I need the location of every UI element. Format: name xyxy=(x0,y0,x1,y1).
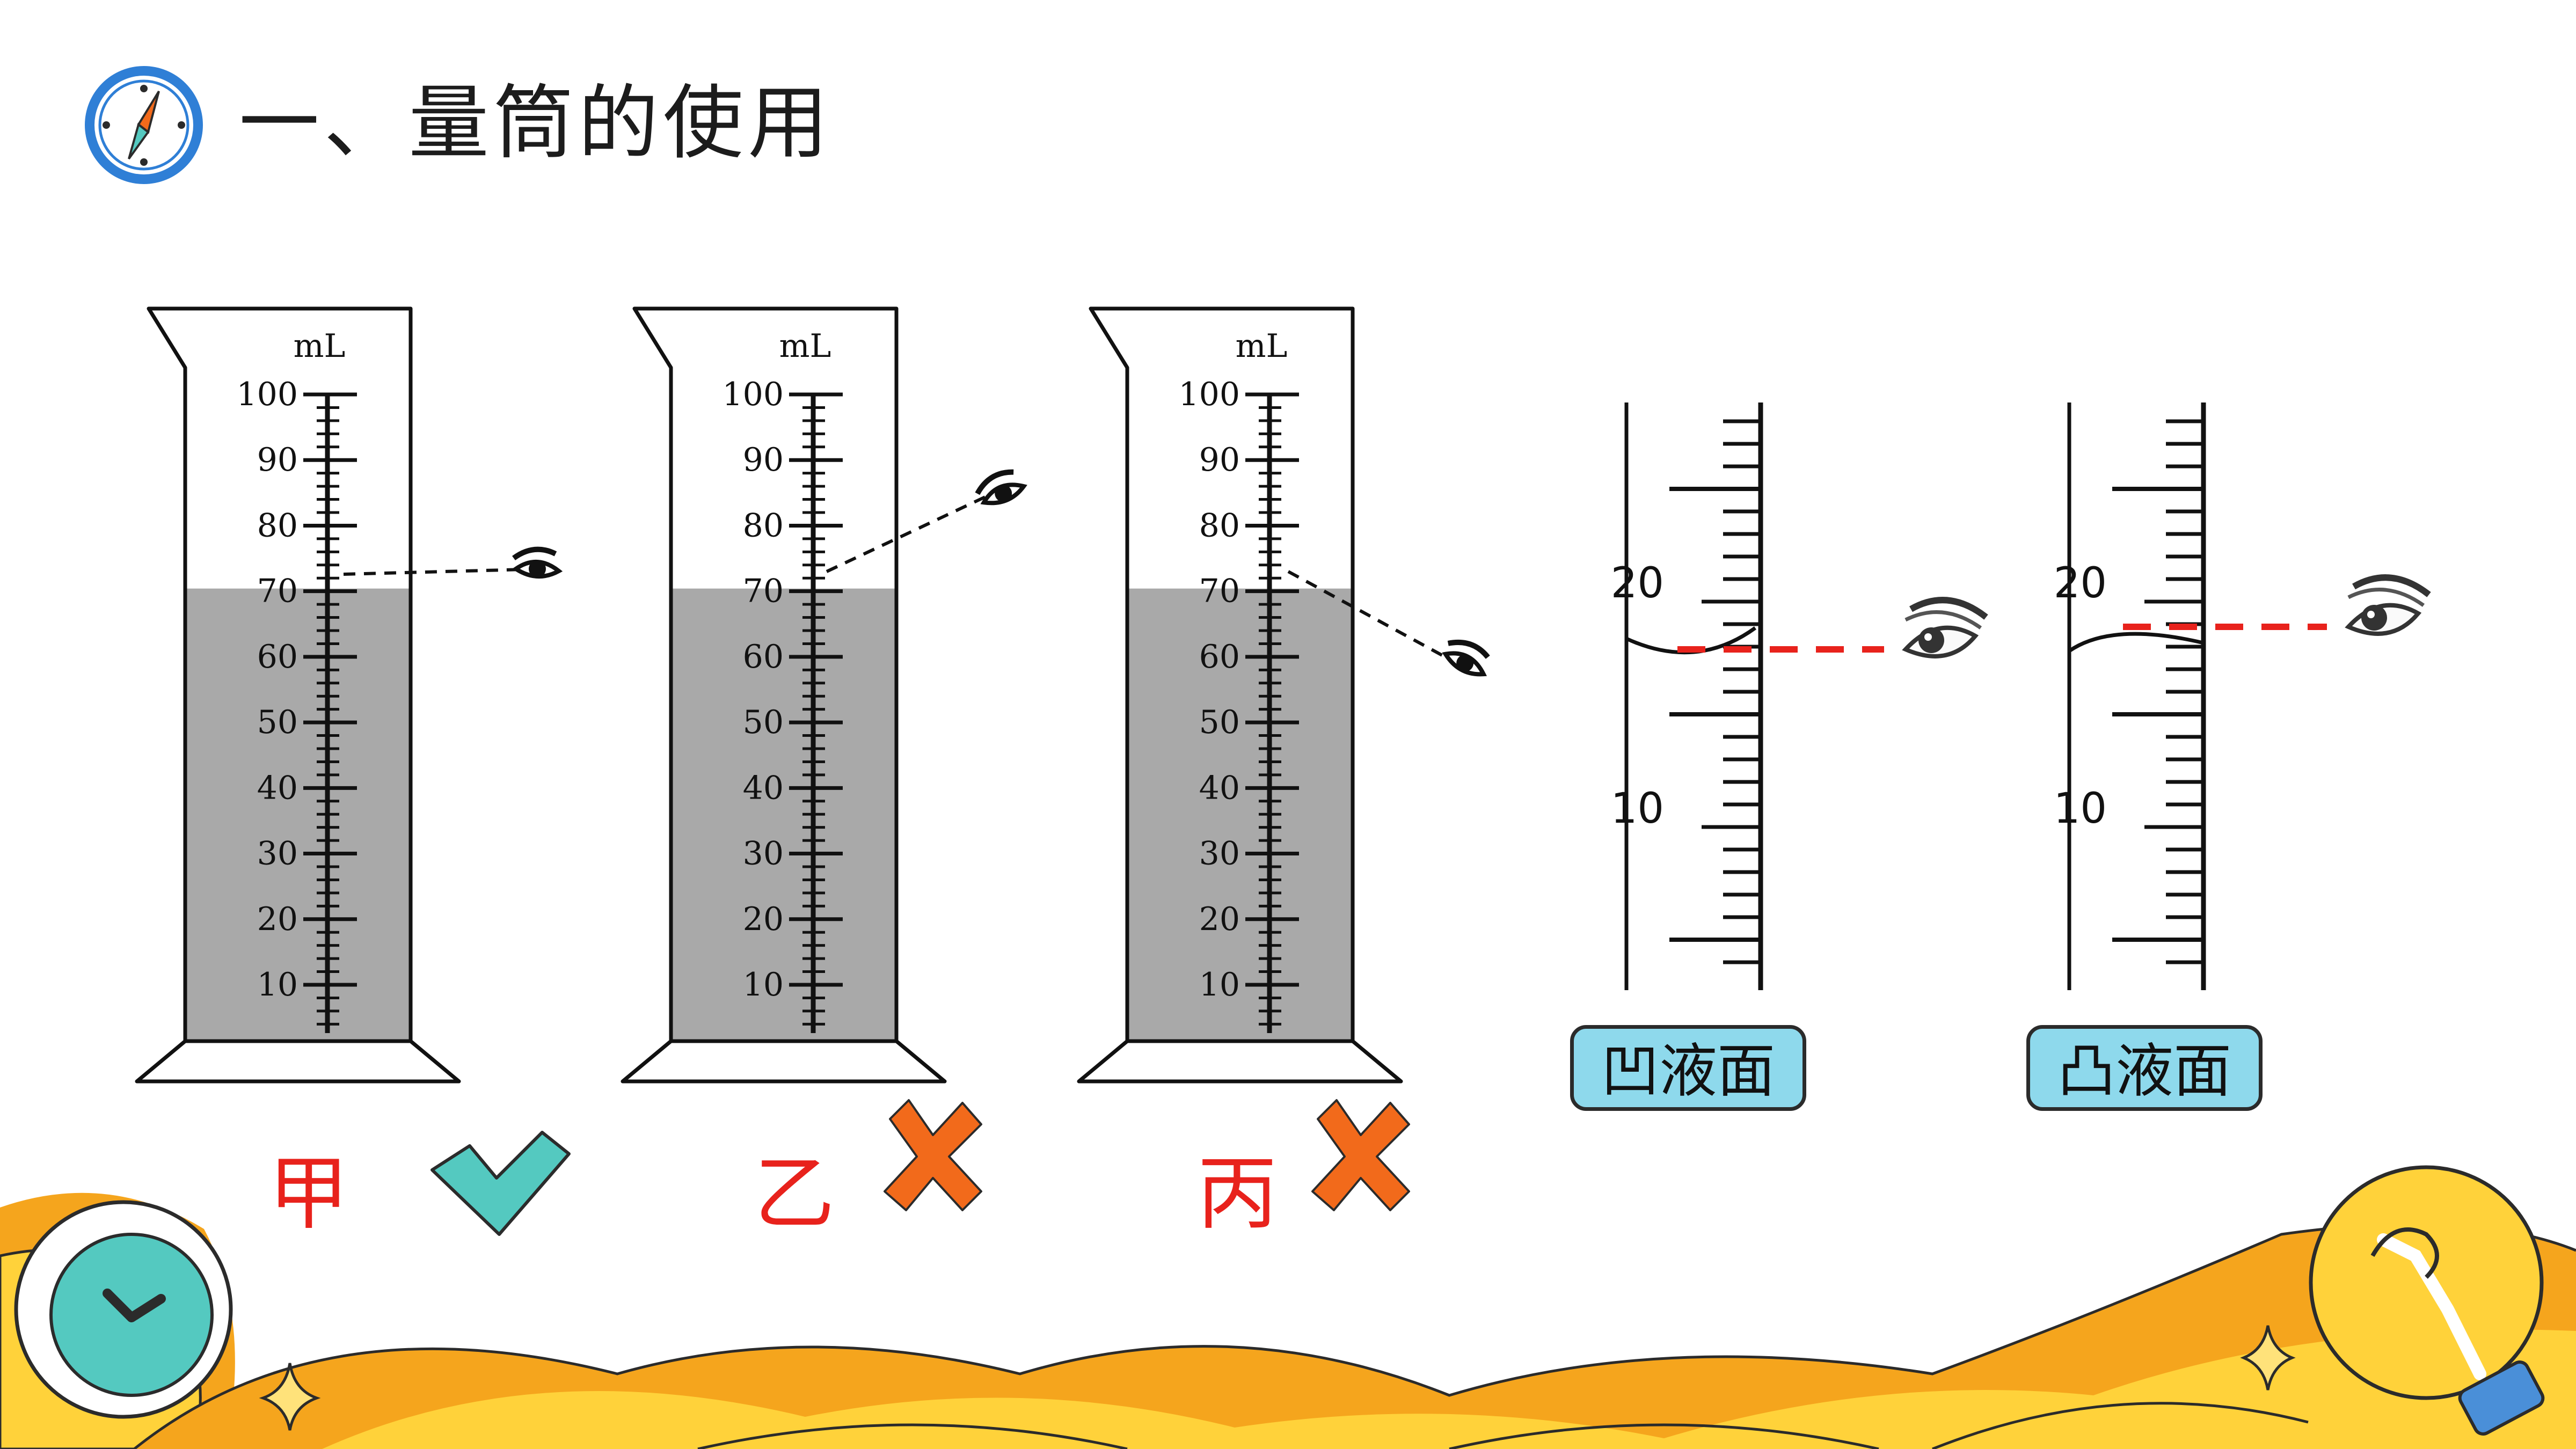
label-concave-meniscus: 凹液面 xyxy=(1570,1025,1806,1111)
scale-label: 100 xyxy=(1178,376,1240,413)
cross-icon xyxy=(1311,1099,1410,1211)
scale-label: 50 xyxy=(257,704,298,741)
check-icon xyxy=(430,1131,571,1236)
sparkle-icon xyxy=(2240,1325,2296,1391)
cylinder-base xyxy=(135,1039,461,1084)
eye-icon xyxy=(974,467,1026,511)
scale-label: 90 xyxy=(743,441,784,479)
scale-label: 70 xyxy=(257,573,298,610)
graduated-cylinder-yi: mL 100 90 80 70 60 50 40 30 20 10 xyxy=(621,306,1026,1084)
scale-label: 60 xyxy=(743,638,784,676)
scale-label: 80 xyxy=(257,507,298,544)
scale-label: 40 xyxy=(743,769,784,807)
scale-label: 50 xyxy=(1199,704,1240,741)
label-convex-meniscus: 凸液面 xyxy=(2026,1025,2263,1111)
scale-label: 20 xyxy=(257,901,298,938)
liquid xyxy=(185,588,411,1041)
scale-label: 30 xyxy=(743,835,784,873)
liquid xyxy=(1127,588,1353,1041)
clock-icon xyxy=(14,1200,233,1419)
sight-line xyxy=(826,484,1010,573)
unit-label: mL xyxy=(294,327,346,365)
mark-bing: 丙 xyxy=(1197,1147,1278,1241)
scale-label: 100 xyxy=(236,376,298,413)
scale-label: 10 xyxy=(1611,785,1664,833)
scale-label: 10 xyxy=(2054,785,2107,833)
scale-label: 80 xyxy=(1199,507,1240,544)
eye-icon xyxy=(1902,597,1988,658)
scale-label: 80 xyxy=(743,507,784,544)
scale-label: 30 xyxy=(1199,835,1240,873)
eye-icon xyxy=(2345,574,2431,636)
scale-label: 40 xyxy=(257,769,298,807)
scale-label: 70 xyxy=(743,573,784,610)
compass-icon xyxy=(85,66,203,184)
cylinder-base xyxy=(1077,1039,1403,1084)
sight-line xyxy=(1287,570,1472,672)
scale-label: 20 xyxy=(2054,559,2107,608)
eye-icon xyxy=(514,550,559,577)
liquid xyxy=(671,588,896,1041)
graduated-cylinder-jia: mL 100 90 80 70 60 50 40 30 20 10 xyxy=(135,306,559,1084)
cylinders-group: mL 100 90 80 70 60 50 40 30 20 10 mL 100 90 80 70 60 50 40… xyxy=(135,306,1493,1084)
scale-label: 40 xyxy=(1199,769,1240,807)
unit-label: mL xyxy=(1236,327,1288,365)
scale-label: 10 xyxy=(257,966,298,1004)
cylinder-base xyxy=(621,1039,947,1084)
unit-label: mL xyxy=(779,327,831,365)
scale-label: 20 xyxy=(743,901,784,938)
scale-label: 10 xyxy=(1199,966,1240,1004)
scale-label: 10 xyxy=(743,966,784,1004)
scale-label: 60 xyxy=(257,638,298,676)
scale-label: 50 xyxy=(743,704,784,741)
eye-icon xyxy=(1440,635,1493,680)
bottom-decor xyxy=(0,1192,2576,1449)
scale-label: 90 xyxy=(1199,441,1240,479)
scale-label: 70 xyxy=(1199,573,1240,610)
mark-jia: 甲 xyxy=(268,1147,349,1241)
meniscus-curve xyxy=(2068,632,2204,653)
scale-label: 60 xyxy=(1199,638,1240,676)
scale-label: 100 xyxy=(722,376,784,413)
scale-label: 90 xyxy=(257,441,298,479)
sight-line xyxy=(343,567,545,576)
cross-icon xyxy=(884,1099,982,1211)
scale-label: 30 xyxy=(257,835,298,873)
graduated-cylinder-bing: mL 100 90 80 70 60 50 40 30 20 10 xyxy=(1077,306,1493,1084)
light-bulb-icon xyxy=(2309,1165,2545,1436)
scale-label: 20 xyxy=(1611,559,1664,608)
scale-label: 20 xyxy=(1199,901,1240,938)
page-title: 一、量筒的使用 xyxy=(239,77,833,170)
sparkle-icon xyxy=(259,1363,321,1431)
mark-yi: 乙 xyxy=(754,1147,835,1241)
